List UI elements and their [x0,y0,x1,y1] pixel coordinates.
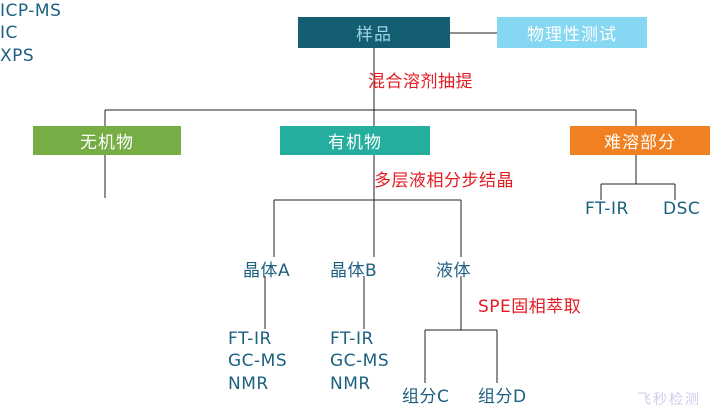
node-organic-label: 有机物 [328,133,382,153]
leaf-component-c: 组分C [402,387,450,407]
leaf-component-d: 组分D [478,387,527,407]
node-sample[interactable]: 样品 [298,17,450,48]
leaf-crystal-b: 晶体B [330,261,378,281]
process-label-spe-extraction: SPE固相萃取 [478,297,582,317]
node-physical-test[interactable]: 物理性测试 [497,17,647,48]
leaf-insoluble-ftir: FT-IR [585,199,629,219]
node-sample-label: 样品 [356,25,392,45]
node-insoluble-label: 难溶部分 [604,133,676,153]
node-inorganic-label: 无机物 [80,133,134,153]
watermark: 飞秒检测 [637,392,701,408]
leaf-crystal-a: 晶体A [243,261,291,281]
process-label-multilayer-crystallization: 多层液相分步结晶 [374,171,514,191]
node-insoluble[interactable]: 难溶部分 [570,126,710,155]
node-organic[interactable]: 有机物 [280,126,430,155]
process-label-mixed-solvent-extraction: 混合溶剂抽提 [368,72,473,92]
node-physical-test-label: 物理性测试 [527,25,617,45]
leaf-insoluble-dsc: DSC [663,199,701,219]
leaf-liquid: 液体 [436,261,471,281]
node-inorganic[interactable]: 无机物 [33,126,181,155]
